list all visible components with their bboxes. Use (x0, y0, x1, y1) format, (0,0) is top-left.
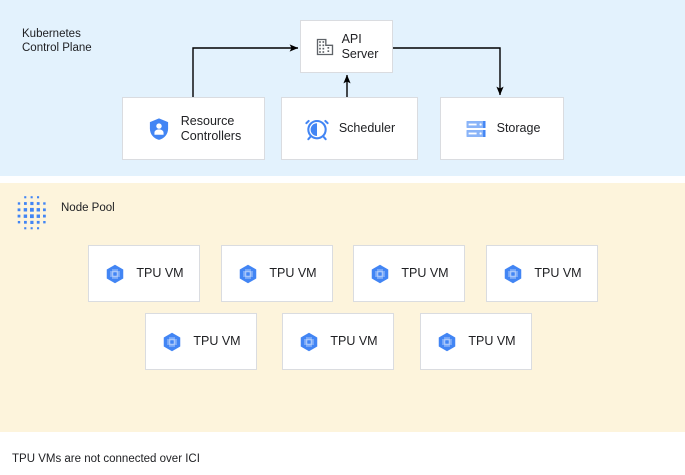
tpu-vm-content: TPU VM (161, 331, 241, 353)
tpu-vm-content: TPU VM (237, 263, 317, 285)
tpu-vm-label: TPU VM (193, 334, 241, 348)
tpu-vm-label: TPU VM (330, 334, 378, 348)
server-rack-icon (464, 117, 488, 141)
resource-controllers-content: Resource Controllers (146, 114, 241, 144)
scheduler-content: Scheduler (304, 116, 395, 142)
tpu-vm-content: TPU VM (369, 263, 449, 285)
tpu-vm-card[interactable]: TPU VM (353, 245, 465, 302)
tpu-vm-content: TPU VM (104, 263, 184, 285)
tpu-vm-card[interactable]: TPU VM (88, 245, 200, 302)
tpu-hex-icon (502, 263, 524, 285)
node-pool-section (0, 183, 685, 432)
storage-label: Storage (496, 121, 541, 135)
resource-controllers-node[interactable]: Resource Controllers (122, 97, 265, 160)
resource-controllers-label: Resource Controllers (180, 113, 242, 143)
scheduler-label: Scheduler (338, 121, 396, 135)
api-server-content: API Server (315, 31, 379, 62)
tpu-vm-label: TPU VM (401, 266, 449, 280)
tpu-hex-icon (436, 331, 458, 353)
diagram-caption: TPU VMs are not connected over ICI (12, 453, 200, 465)
shield-person-icon (146, 116, 172, 142)
storage-content: Storage (464, 117, 541, 141)
alarm-clock-icon (304, 116, 330, 142)
tpu-vm-content: TPU VM (298, 331, 378, 353)
tpu-hex-icon (237, 263, 259, 285)
tpu-vm-card[interactable]: TPU VM (282, 313, 394, 370)
tpu-hex-icon (369, 263, 391, 285)
tpu-hex-icon (298, 331, 320, 353)
tpu-vm-card[interactable]: TPU VM (221, 245, 333, 302)
scheduler-node[interactable]: Scheduler (281, 97, 418, 160)
control-plane-title: Kubernetes Control Plane (22, 28, 92, 54)
node-pool-title: Node Pool (61, 202, 115, 214)
building-icon (315, 37, 335, 57)
api-server-node[interactable]: API Server (300, 20, 393, 73)
tpu-vm-label: TPU VM (269, 266, 317, 280)
api-server-label: API Server (341, 31, 379, 61)
tpu-vm-card[interactable]: TPU VM (486, 245, 598, 302)
dot-grid-icon (12, 193, 52, 233)
storage-node[interactable]: Storage (440, 97, 564, 160)
tpu-vm-content: TPU VM (436, 331, 516, 353)
tpu-hex-icon (161, 331, 183, 353)
tpu-vm-content: TPU VM (502, 263, 582, 285)
tpu-vm-card[interactable]: TPU VM (145, 313, 257, 370)
tpu-vm-label: TPU VM (468, 334, 516, 348)
tpu-vm-label: TPU VM (136, 266, 184, 280)
tpu-hex-icon (104, 263, 126, 285)
tpu-vm-label: TPU VM (534, 266, 582, 280)
tpu-vm-card[interactable]: TPU VM (420, 313, 532, 370)
